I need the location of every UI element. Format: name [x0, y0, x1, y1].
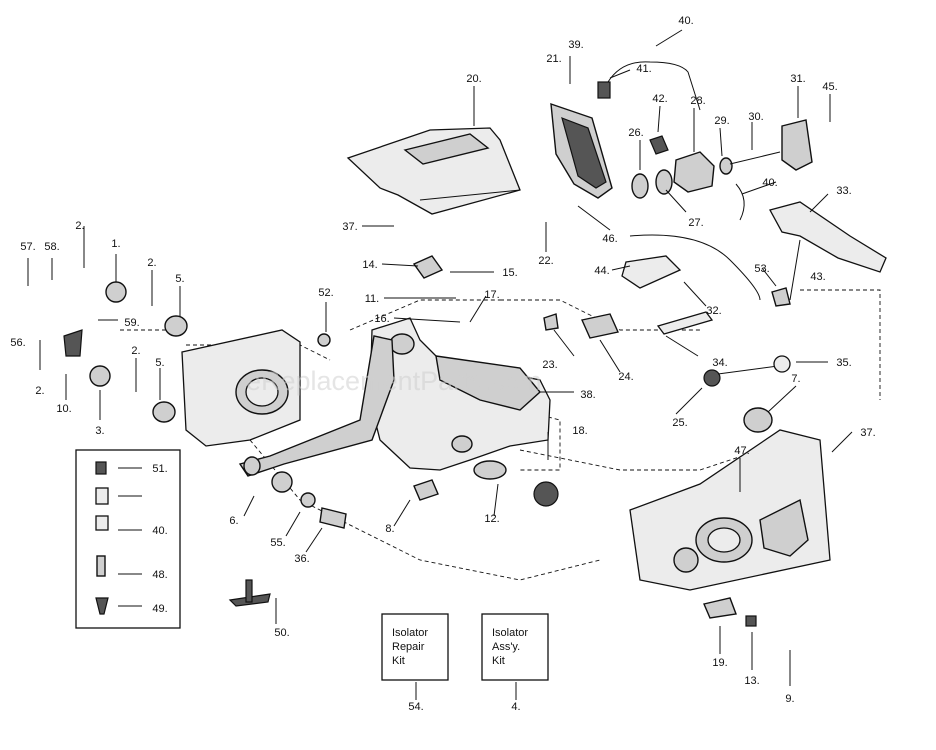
ignition-assembly — [597, 61, 813, 221]
frame-arm-part — [238, 335, 395, 493]
callout-10: 10. — [56, 403, 71, 415]
callout-11: 11. — [365, 293, 379, 305]
callout-40a: 40. — [678, 15, 693, 27]
callout-53: 53. — [754, 263, 769, 275]
callout-57: 57. — [20, 241, 35, 253]
callout-27: 27. — [688, 217, 703, 229]
callout-40c: 40. — [152, 525, 167, 537]
callout-2a: 2. — [75, 220, 84, 232]
callout-31: 31. — [790, 73, 805, 85]
callout-7: 7. — [791, 373, 800, 385]
callout-29: 29. — [714, 115, 729, 127]
main-housing-part — [369, 317, 551, 471]
callout-45: 45. — [822, 81, 837, 93]
callout-23: 23. — [542, 359, 557, 371]
callout-43: 43. — [810, 271, 825, 283]
callout-50: 50. — [274, 627, 289, 639]
callout-51: 51. — [152, 463, 167, 475]
callout-13: 13. — [744, 675, 759, 687]
left-housing-part — [181, 329, 301, 447]
callout-37a: 37. — [342, 221, 357, 233]
callout-41: 41. — [636, 63, 651, 75]
leader-lines — [27, 29, 853, 700]
callout-34: 34. — [712, 357, 727, 369]
callout-28: 28. — [690, 95, 705, 107]
side-shield-part — [550, 102, 613, 199]
isolator-repair-kit-box — [381, 613, 449, 681]
callout-12: 12. — [484, 513, 499, 525]
callout-58: 58. — [44, 241, 59, 253]
callout-14: 14. — [362, 259, 377, 271]
callout-9: 9. — [785, 693, 794, 705]
callout-26: 26. — [628, 127, 643, 139]
callout-24: 24. — [618, 371, 633, 383]
callout-15: 15. — [502, 267, 517, 279]
callout-21: 21. — [546, 53, 561, 65]
callout-17: 17. — [484, 289, 499, 301]
callout-2b: 2. — [147, 257, 156, 269]
callout-25: 25. — [672, 417, 687, 429]
callout-22: 22. — [538, 255, 553, 267]
callout-19: 19. — [712, 657, 727, 669]
assembly-kit-label: Isolator Ass'y. Kit — [492, 627, 528, 667]
callout-48: 48. — [152, 569, 167, 581]
assy-kit-line2: Ass'y. — [492, 641, 520, 653]
spare-parts-key-box — [75, 449, 181, 629]
callout-3: 3. — [95, 425, 104, 437]
callout-35: 35. — [836, 357, 851, 369]
callout-39: 39. — [568, 39, 583, 51]
repair-kit-label: Isolator Repair Kit — [392, 627, 428, 667]
callout-37b: 37. — [860, 427, 875, 439]
handle-part — [769, 201, 887, 301]
callout-42: 42. — [652, 93, 667, 105]
callout-52: 52. — [318, 287, 333, 299]
callout-40b: 40. — [762, 177, 777, 189]
callout-32: 32. — [706, 305, 721, 317]
callout-1: 1. — [111, 238, 120, 250]
repair-kit-line2: Repair — [392, 641, 425, 653]
throttle-wiring — [581, 234, 791, 339]
callout-38: 38. — [580, 389, 595, 401]
assy-kit-line1: Isolator — [492, 627, 528, 639]
callout-49: 49. — [152, 603, 167, 615]
callout-4: 4. — [511, 701, 520, 713]
isolator-assembly-kit-box — [481, 613, 549, 681]
callout-54: 54. — [408, 701, 423, 713]
top-cover-part — [346, 127, 521, 215]
callout-8: 8. — [385, 523, 394, 535]
assy-kit-line3: Kit — [492, 655, 505, 667]
callout-labels: 1. 2. 2. 2. 2. 3. 4. 5. 5. 6. 7. 8. 9. 1… — [10, 15, 875, 713]
repair-kit-line3: Kit — [392, 655, 405, 667]
callout-36: 36. — [294, 553, 309, 565]
callout-2c: 2. — [35, 385, 44, 397]
callout-56: 56. — [10, 337, 25, 349]
callout-20: 20. — [466, 73, 481, 85]
callout-44: 44. — [594, 265, 609, 277]
callout-33: 33. — [836, 185, 851, 197]
watermark: eReplacementParts.com — [246, 366, 542, 396]
callout-47: 47. — [734, 445, 749, 457]
callout-5b: 5. — [155, 357, 164, 369]
callout-2d: 2. — [131, 345, 140, 357]
repair-kit-line1: Isolator — [392, 627, 428, 639]
callout-46: 46. — [602, 233, 617, 245]
callout-16: 16. — [374, 313, 389, 325]
callout-55: 55. — [270, 537, 285, 549]
callout-5a: 5. — [175, 273, 184, 285]
callout-30: 30. — [748, 111, 763, 123]
right-housing-part — [629, 429, 831, 591]
callout-6: 6. — [229, 515, 238, 527]
fasteners-and-small-parts — [63, 255, 791, 627]
callout-18: 18. — [572, 425, 587, 437]
callout-59: 59. — [124, 317, 139, 329]
